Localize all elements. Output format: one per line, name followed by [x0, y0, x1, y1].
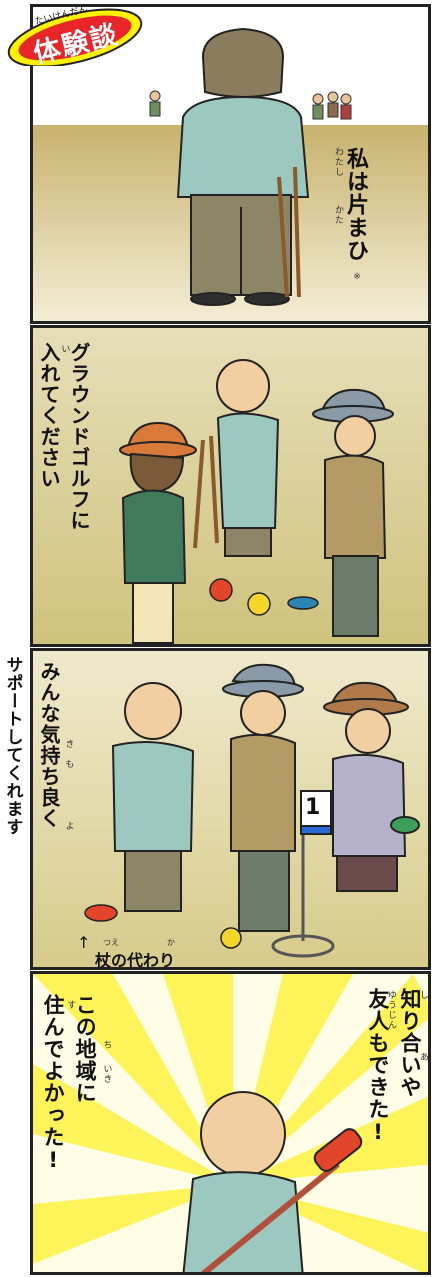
panel-4-left-col1: この地域に: [73, 994, 98, 1104]
side-caption: サポートしてくれます: [2, 656, 23, 836]
club-head: [84, 904, 118, 922]
panel-3-ruby-yo: よ: [63, 821, 74, 831]
panel-2: グラウンドゴルフに 入れてください い: [30, 325, 431, 647]
panel-4: 知り合いや 友人もできた! し あ ゆうじん この地域に 住んでよかった! ち …: [30, 971, 431, 1275]
panel-2-text-col2: 入れてください: [37, 342, 61, 489]
panel-1-ruby-kata: かた: [333, 205, 343, 225]
club-head: [287, 596, 319, 610]
flag-number: 1: [305, 795, 321, 820]
panel-4-ruby-chi: ち: [101, 1040, 112, 1050]
panel-4-ruby-shi: し: [418, 990, 428, 1000]
man-with-gray-hat: [312, 388, 394, 637]
caption-ruby-ka: か: [167, 938, 175, 947]
panel-4-right-col2: 友人もできた!: [366, 988, 390, 1145]
panel-3-text: みんな気持ち良く: [37, 661, 61, 829]
man-waving: [193, 359, 280, 557]
man-from-behind: [176, 27, 310, 306]
panel-3-illustration: [33, 651, 428, 967]
smiling-man-with-club: [182, 1091, 363, 1272]
panel-4-illustration: [33, 974, 428, 1272]
panel-3-ruby-mo: も: [63, 759, 74, 769]
panel-1-text: 私は片まひ: [343, 147, 368, 262]
panel-4-ruby-iki: いき: [101, 1064, 112, 1084]
badge: たいけんだん 体験談: [4, 5, 146, 70]
ball-yellow: [247, 592, 271, 616]
panel-3-ruby-ki: き: [63, 739, 74, 749]
smiling-man: [111, 682, 195, 912]
goal-post: [271, 790, 335, 958]
panel-4-ruby-yuujin: ゆうじん: [386, 990, 396, 1030]
panel-4-left-col2: 住んでよかった!: [41, 994, 66, 1173]
background-players-right: [312, 91, 352, 120]
panel-1-ruby-watashi: わたし: [333, 147, 343, 177]
background-player-left: [149, 90, 161, 117]
panel-3: みんな気持ち良く き も よ 1 つえ か 杖の代わり ↑: [30, 648, 431, 970]
ball: [220, 927, 242, 949]
caption-ruby-tsue: つえ: [103, 938, 119, 947]
ball-red: [209, 578, 233, 602]
woman-with-hat: [119, 421, 197, 644]
man-with-gray-hat: [222, 663, 304, 932]
panel-1-note-mark: ※: [352, 272, 362, 283]
panel-4-ruby-a: あ: [418, 1052, 428, 1062]
panel-4-ruby-su: す: [65, 1000, 76, 1010]
clapping-woman: [323, 681, 420, 892]
panel-2-text-col1: グラウンドゴルフに: [67, 342, 91, 531]
panel-4-right-col1: 知り合いや: [398, 988, 422, 1098]
panel-1: 私は片まひ わたし かた ※: [30, 4, 431, 324]
panel-1-illustration: [33, 7, 428, 321]
arrow-up-icon: ↑: [77, 933, 91, 952]
panel-3-caption: 杖の代わり: [95, 951, 176, 970]
panel-2-ruby-i: い: [59, 344, 70, 354]
panel-2-illustration: [33, 328, 428, 644]
badge-shape: [7, 8, 143, 68]
